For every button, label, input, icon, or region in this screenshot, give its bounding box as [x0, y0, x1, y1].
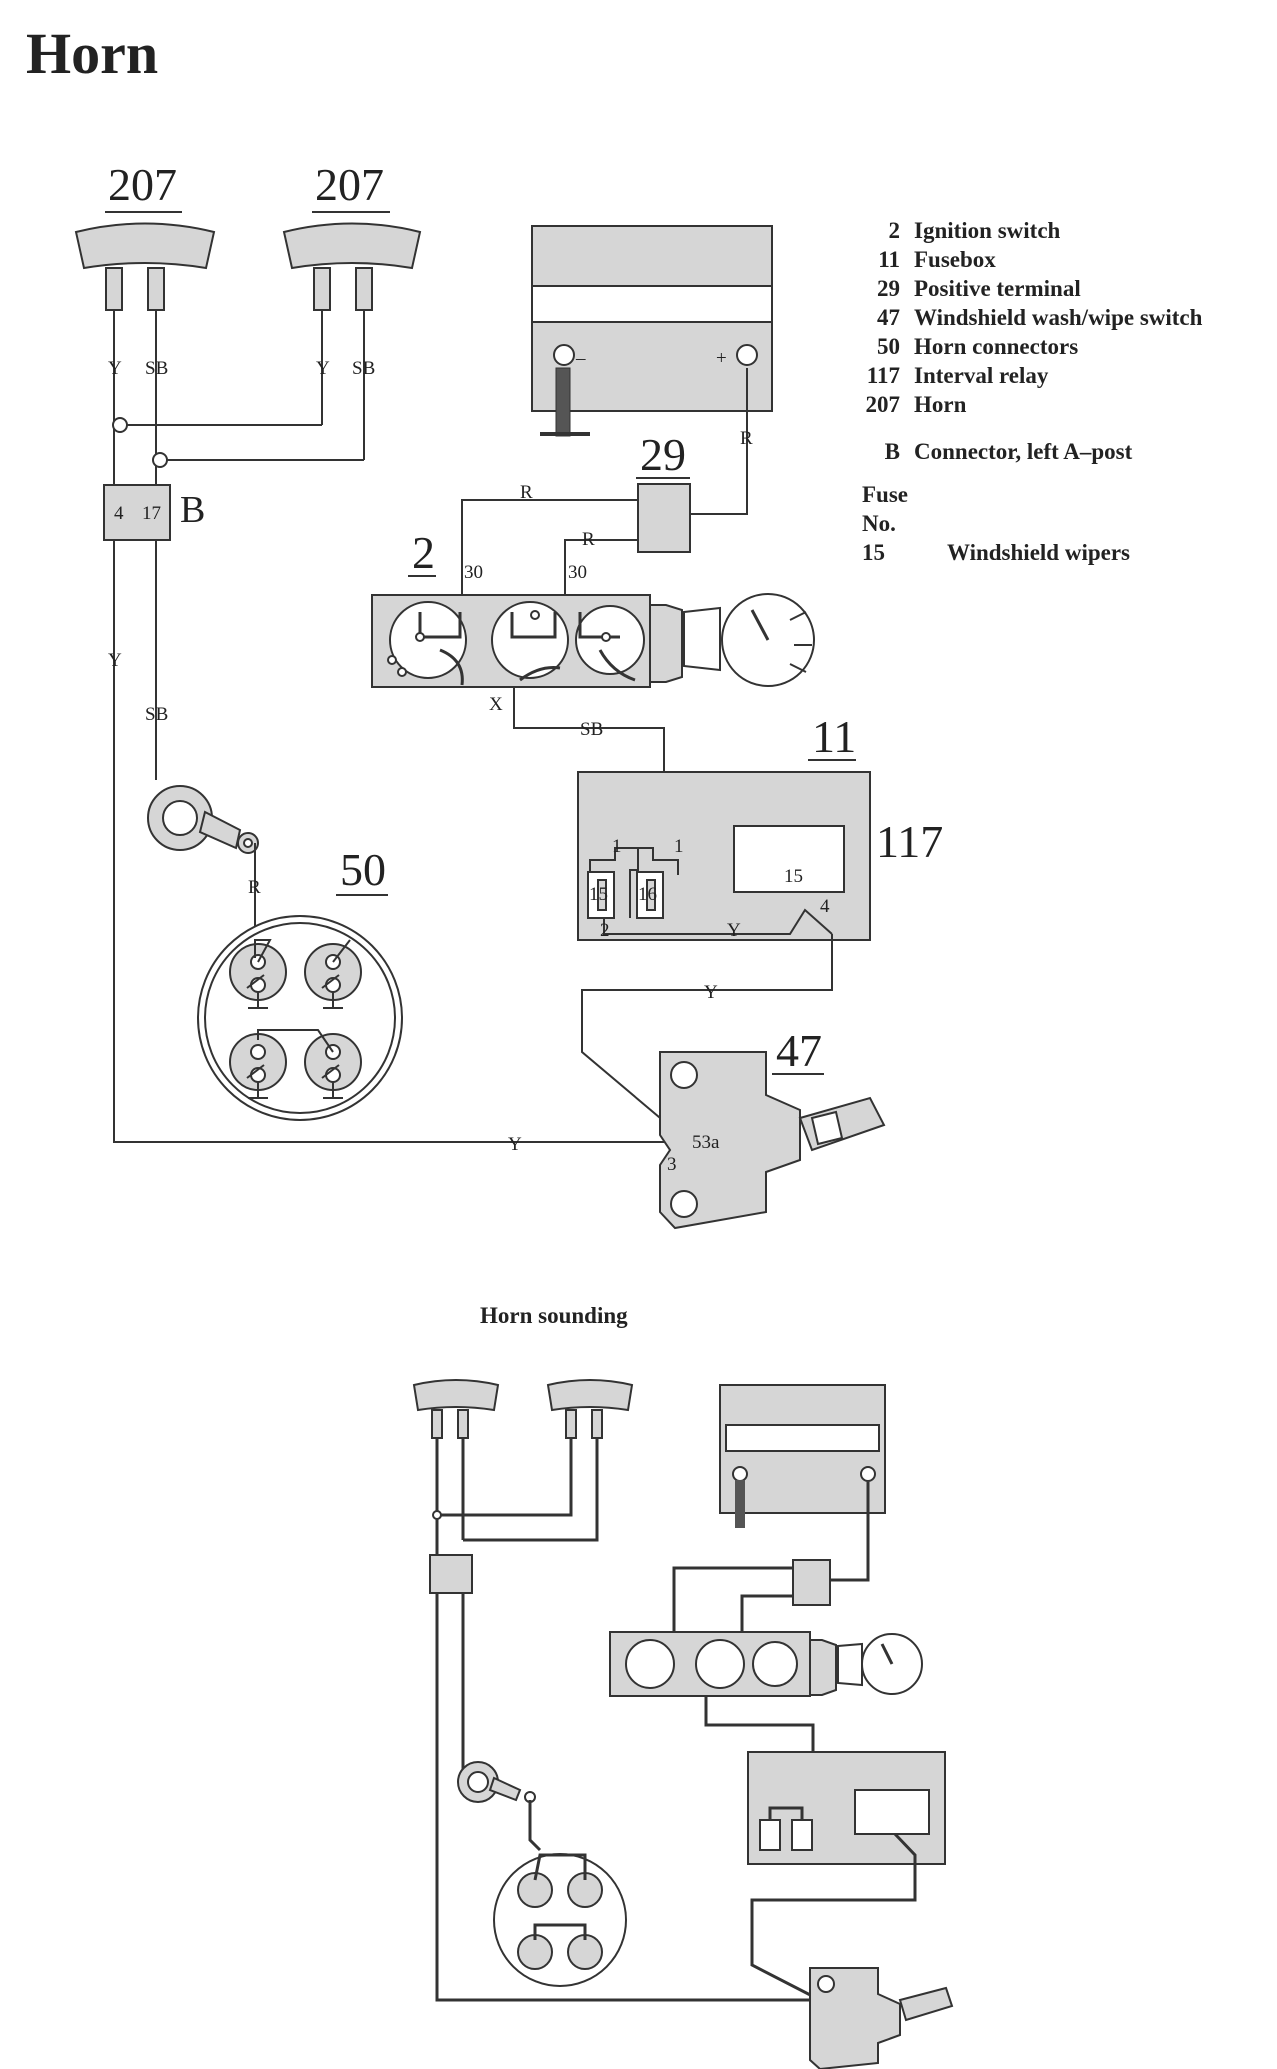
- label-11: 11: [812, 711, 856, 762]
- svg-text:SB: SB: [580, 719, 603, 740]
- page-title: Horn: [26, 21, 159, 86]
- svg-text:30: 30: [464, 562, 483, 583]
- svg-text:Y: Y: [508, 1134, 522, 1155]
- svg-text:Y: Y: [108, 650, 122, 671]
- fusebox: 1 1 15 16 2 Y 15 4: [577, 771, 871, 941]
- svg-text:3: 3: [667, 1154, 677, 1175]
- svg-text:–: –: [575, 348, 586, 369]
- horn-right: [282, 222, 422, 311]
- svg-text:R: R: [248, 877, 261, 898]
- svg-text:53a: 53a: [692, 1132, 720, 1153]
- svg-text:X: X: [489, 694, 503, 715]
- svg-text:Y: Y: [108, 358, 122, 379]
- svg-text:1: 1: [612, 836, 622, 857]
- connector-b: 4 17 B: [103, 484, 205, 541]
- svg-text:17: 17: [142, 503, 161, 524]
- svg-text:R: R: [740, 428, 753, 449]
- svg-text:R: R: [520, 482, 533, 503]
- svg-text:SB: SB: [145, 358, 168, 379]
- svg-text:Y: Y: [727, 920, 741, 941]
- splice-point: [112, 417, 128, 433]
- label-29: 29: [640, 429, 686, 480]
- splice-point: [152, 452, 168, 468]
- horn-left: [74, 222, 216, 311]
- svg-text:SB: SB: [352, 358, 375, 379]
- svg-text:4: 4: [114, 503, 124, 524]
- svg-text:15: 15: [784, 866, 803, 887]
- svg-text:2: 2: [600, 920, 610, 941]
- horn-right-label: 207: [315, 159, 384, 210]
- svg-text:30: 30: [568, 562, 587, 583]
- svg-text:R: R: [582, 529, 595, 550]
- label-117: 117: [876, 816, 943, 867]
- battery: – +: [531, 225, 773, 437]
- svg-text:Y: Y: [704, 982, 718, 1003]
- svg-text:SB: SB: [145, 704, 168, 725]
- horn-sounding-diagram: [412, 1379, 954, 2069]
- svg-text:+: +: [716, 348, 727, 369]
- positive-terminal: [637, 483, 691, 553]
- horn-sounding-title: Horn sounding: [480, 1303, 628, 1328]
- horn-button: [147, 785, 259, 854]
- ignition-switch: [371, 593, 815, 688]
- svg-text:15: 15: [589, 884, 608, 905]
- svg-text:1: 1: [674, 836, 684, 857]
- svg-text:4: 4: [820, 896, 830, 917]
- label-47: 47: [776, 1025, 822, 1076]
- horn-connectors: [197, 915, 403, 1121]
- horn-left-label: 207: [108, 159, 177, 210]
- svg-text:Y: Y: [316, 358, 330, 379]
- label-2: 2: [412, 527, 435, 578]
- wash-wipe-switch: 53a 3: [659, 1051, 886, 1230]
- svg-text:16: 16: [638, 884, 657, 905]
- label-50: 50: [340, 844, 386, 895]
- svg-text:B: B: [180, 489, 205, 531]
- interval-relay: [733, 825, 845, 893]
